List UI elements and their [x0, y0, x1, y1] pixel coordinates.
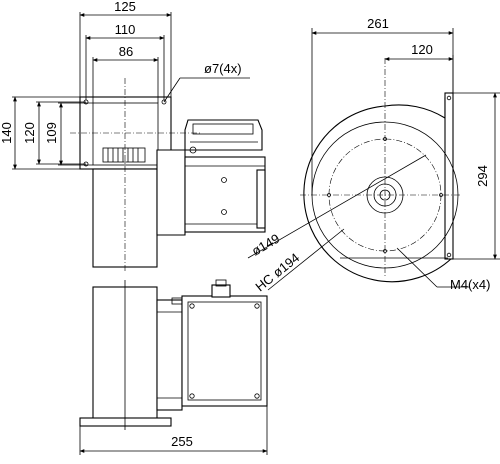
dim-140: 140: [0, 122, 14, 144]
dim-120-left: 120: [22, 122, 37, 144]
front-view: [70, 78, 266, 272]
scroll-housing: [303, 97, 453, 283]
side-view: [300, 58, 462, 283]
dim-109: 109: [44, 122, 59, 144]
dim-125: 125: [114, 0, 136, 14]
thread-note: M4(x4): [450, 277, 490, 292]
dim-255: 255: [171, 434, 193, 449]
motor-top: [181, 295, 268, 407]
motor-end-cap: [256, 169, 266, 229]
dim-86: 86: [119, 44, 133, 59]
motor-body: [184, 156, 266, 233]
dim-149: ø149: [249, 231, 282, 259]
hole-note: ø7(4x): [204, 61, 242, 76]
terminal-box: [184, 119, 263, 151]
mount-point: [189, 146, 197, 154]
cable-gland: [211, 284, 231, 298]
grille: [102, 147, 146, 163]
top-view: [79, 279, 268, 430]
outlet-opening: [92, 102, 159, 166]
scroll-top: [156, 299, 183, 411]
screw: [221, 177, 227, 183]
bottom-dimension: 255: [79, 406, 268, 455]
front-dimensions: 125 110 86 ø7(4x) 140 120 109: [0, 0, 250, 170]
dim-261: 261: [367, 16, 389, 31]
dim-120-right: 120: [411, 42, 433, 57]
scroll-side: [156, 149, 186, 236]
screw: [221, 209, 227, 215]
dim-294: 294: [475, 165, 490, 187]
side-outlet-flange: [444, 92, 454, 260]
duct-flange: [79, 417, 172, 427]
dim-110: 110: [115, 22, 136, 37]
